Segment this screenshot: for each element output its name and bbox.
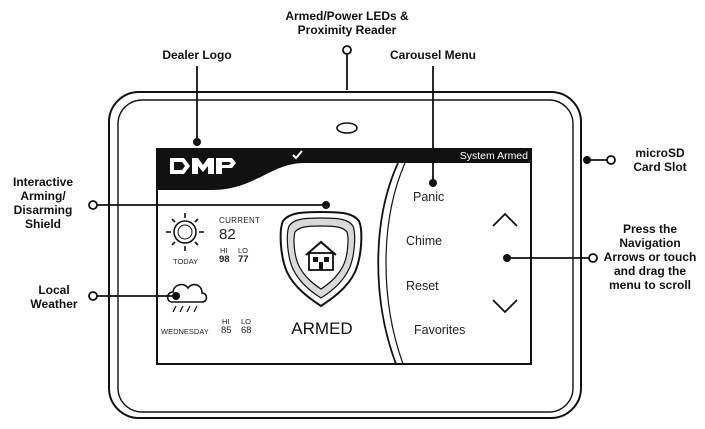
callout-dealer-logo: Dealer Logo — [150, 48, 244, 62]
menu-item-favorites[interactable]: Favorites — [414, 323, 466, 337]
callout-nav-line3: Arrows or touch — [603, 250, 697, 264]
next-hi-label: HI — [222, 317, 230, 326]
chevron-up-icon[interactable] — [492, 212, 518, 227]
next-lo: 68 — [241, 325, 252, 336]
callout-shield-line3: Disarming — [13, 203, 73, 217]
carousel-divider-inner — [385, 162, 406, 365]
next-day-label: WEDNESDAY — [161, 327, 209, 336]
arming-shield[interactable] — [279, 210, 363, 308]
callout-nav-line5: menu to scroll — [608, 278, 691, 292]
callout-leds-line1: Armed/Power LEDs & — [285, 9, 409, 23]
next-lo-label: LO — [241, 317, 252, 326]
led-proximity-reader — [336, 122, 358, 134]
menu-item-panic[interactable]: Panic — [413, 190, 445, 204]
armed-check-icon — [292, 150, 303, 160]
callout-shield-line2: Arming/ — [20, 189, 66, 203]
callout-weather: Local Weather — [24, 283, 84, 311]
home-icon — [305, 240, 337, 271]
callout-shield-line4: Shield — [24, 217, 61, 231]
callout-carousel-menu: Carousel Menu — [383, 48, 483, 62]
callout-weather-line1: Local — [38, 283, 70, 297]
callout-carousel-menu-text: Carousel Menu — [389, 48, 476, 62]
callout-open-endpoints — [88, 45, 616, 301]
today-lo-label: LO — [238, 246, 249, 255]
callout-nav-line2: Navigation — [619, 236, 681, 250]
callout-nav-line1: Press the — [622, 222, 678, 236]
next-hi: 85 — [221, 325, 232, 336]
dealer-logo — [170, 158, 236, 174]
current-label: CURRENT — [219, 216, 261, 225]
today-day-label: TODAY — [173, 257, 199, 266]
device-bezel — [117, 99, 574, 413]
screen-header-bar — [157, 149, 531, 190]
callout-nav-line4: and drag the — [613, 264, 686, 278]
callout-microsd-line2: Card Slot — [633, 160, 687, 174]
today-lo: 77 — [238, 254, 249, 265]
menu-item-chime[interactable]: Chime — [406, 234, 443, 248]
callout-microsd: microSD Card Slot — [626, 146, 694, 174]
callout-leds-line2: Proximity Reader — [297, 23, 397, 37]
today-hi: 98 — [219, 254, 230, 265]
menu-item-reset[interactable]: Reset — [406, 279, 439, 293]
callout-leaders — [94, 52, 608, 297]
chevron-down-icon[interactable] — [492, 299, 518, 314]
callout-navigation: Press the Navigation Arrows or touch and… — [598, 222, 702, 292]
callout-microsd-line1: microSD — [635, 146, 685, 160]
current-temp: 82 — [219, 226, 236, 243]
sun-icon — [166, 213, 204, 251]
carousel-divider — [377, 162, 399, 365]
callout-shield: Interactive Arming/ Disarming Shield — [4, 175, 82, 231]
callout-weather-line2: Weather — [30, 297, 78, 311]
today-hi-label: HI — [220, 246, 228, 255]
callout-leds: Armed/Power LEDs & Proximity Reader — [277, 9, 417, 37]
callout-dealer-logo-text: Dealer Logo — [162, 48, 232, 62]
callout-shield-line1: Interactive — [12, 175, 74, 189]
callout-endpoints — [172, 138, 591, 300]
shield-state-label: ARMED — [291, 319, 353, 338]
status-text: System Armed — [459, 150, 528, 162]
